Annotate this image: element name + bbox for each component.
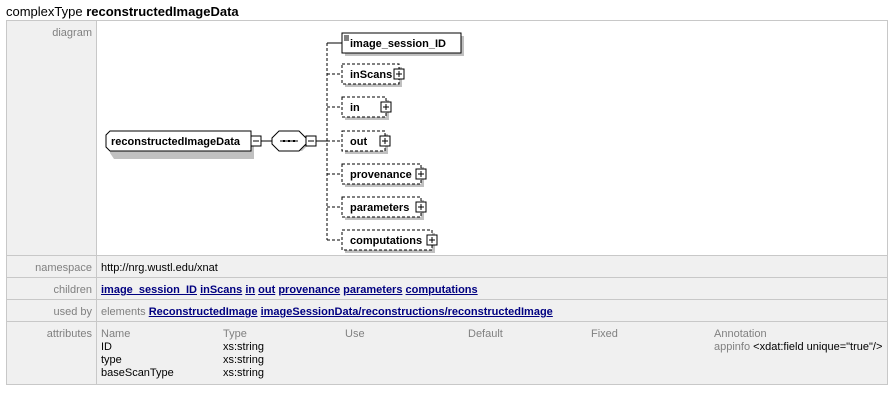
attr-fixed	[591, 341, 714, 354]
title-name: reconstructedImageData	[86, 4, 239, 19]
row-label: diagram	[6, 20, 97, 256]
attr-default	[468, 367, 591, 380]
attr-header: Annotation	[714, 328, 767, 340]
title-kind: complexType	[6, 4, 83, 19]
attr-default	[468, 341, 591, 354]
attr-default	[468, 354, 591, 367]
attr-type: xs:string	[223, 354, 264, 366]
attr-annotation: appinfo <xdat:field unique="true"/>	[714, 341, 883, 354]
child-link[interactable]: in	[245, 284, 256, 296]
root-element[interactable]: reconstructedImageData	[105, 130, 262, 159]
child-element-computations[interactable]: computations	[327, 229, 438, 253]
attr-header: Use	[345, 328, 365, 340]
child-label: computations	[350, 235, 422, 247]
child-element-parameters[interactable]: parameters	[327, 196, 427, 220]
child-label: out	[350, 136, 367, 148]
namespace-value: http://nrg.wustl.edu/xnat	[96, 255, 888, 278]
attr-header: Fixed	[591, 328, 618, 340]
child-link[interactable]: parameters	[343, 284, 403, 296]
child-element-out[interactable]: out	[327, 130, 391, 154]
attr-name: baseScanType	[101, 367, 174, 379]
attr-name: ID	[101, 341, 112, 353]
attr-type: xs:string	[223, 341, 264, 353]
child-element-in[interactable]: in	[327, 96, 392, 120]
root-label: reconstructedImageData	[111, 136, 241, 148]
attr-type: xs:string	[223, 367, 264, 379]
used-by-link[interactable]: imageSessionData/reconstructions/reconst…	[260, 306, 553, 318]
child-link[interactable]: out	[258, 284, 276, 296]
row-label: attributes	[6, 321, 97, 385]
row-label: children	[6, 277, 97, 300]
children-row: children image_session_ID inScans in out…	[6, 277, 888, 300]
used-by-link[interactable]: ReconstructedImage	[148, 306, 258, 318]
namespace-row: namespace http://nrg.wustl.edu/xnat	[6, 255, 888, 278]
child-label: parameters	[350, 202, 409, 214]
used-by-prefix: elements	[101, 306, 146, 318]
diagram-svg: reconstructedImageData image_session_IDi…	[105, 32, 464, 253]
sequence-compositor[interactable]	[271, 130, 317, 152]
used-by-value: elements ReconstructedImage imageSession…	[96, 299, 888, 322]
attr-fixed	[591, 367, 714, 380]
child-element-provenance[interactable]: provenance	[327, 163, 427, 187]
children-links: image_session_ID inScans in out provenan…	[96, 277, 888, 300]
annotation-label: appinfo	[714, 341, 751, 353]
attr-use	[345, 367, 468, 380]
attr-header: Type	[223, 328, 247, 340]
diagram-row: diagram reconstructedImageData image_ses…	[6, 20, 888, 256]
attr-name: type	[101, 354, 122, 366]
child-label: provenance	[350, 169, 412, 181]
row-label: used by	[6, 299, 97, 322]
child-label: inScans	[350, 69, 392, 81]
child-element-image_session_ID[interactable]: image_session_ID	[341, 32, 464, 56]
attributes-row: attributes Name Type Use Default Fixed Annota…	[6, 321, 888, 385]
attr-header: Default	[468, 328, 503, 340]
attr-fixed	[591, 354, 714, 367]
attr-annotation	[714, 367, 883, 380]
child-element-inScans[interactable]: inScans	[327, 63, 405, 87]
attr-use	[345, 354, 468, 367]
child-label: image_session_ID	[350, 38, 446, 50]
attr-annotation	[714, 354, 883, 367]
child-label: in	[350, 102, 360, 114]
used-by-row: used by elements ReconstructedImage imag…	[6, 299, 888, 322]
page-title: complexType reconstructedImageData	[6, 4, 239, 19]
attr-header: Name	[101, 328, 131, 340]
annotation-value: <xdat:field unique="true"/>	[753, 341, 883, 353]
row-label: namespace	[6, 255, 97, 278]
child-link[interactable]: inScans	[200, 284, 243, 296]
child-link[interactable]: computations	[405, 284, 478, 296]
child-link[interactable]: image_session_ID	[101, 284, 197, 296]
child-link[interactable]: provenance	[278, 284, 341, 296]
attr-use	[345, 341, 468, 354]
schema-table: diagram reconstructedImageData image_ses…	[6, 20, 888, 385]
